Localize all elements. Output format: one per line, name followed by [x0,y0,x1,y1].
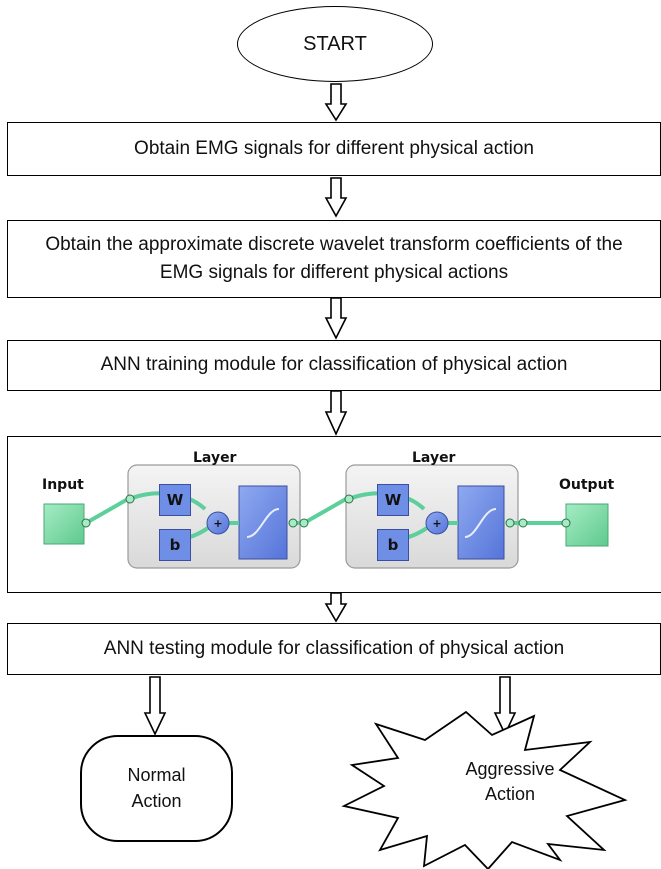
layer-2-title: Layer [412,450,456,466]
bias-label-2: b [387,536,399,554]
input-label: Input [42,477,84,493]
weight-block-1: W [159,484,191,516]
arrow-step3-to-network [324,390,348,436]
arrow-network-to-step4 [324,592,348,623]
network-diagram-frame: + + W b W b Input Output Layer Layer [7,436,661,593]
aggressive-action-label: Aggressive Action [465,759,555,805]
layer-1-title: Layer [193,450,237,466]
sum-node-2 [425,511,449,535]
start-terminal: START [237,6,433,82]
aggressive-action-text: Aggressive Action [410,757,610,807]
bias-block-1: b [159,529,191,561]
step-ann-training: ANN training module for classification o… [7,340,661,391]
arrow-step4-to-aggressive [493,676,517,736]
step-ann-training-text: ANN training module for classification o… [100,354,568,376]
sum-symbol-2: + [432,517,441,530]
output-label: Output [559,477,615,493]
bias-block-2: b [377,529,409,561]
normal-action-text: Normal Action [127,765,186,811]
step-obtain-emg-text: Obtain EMG signals for different physica… [134,137,534,159]
step-obtain-emg: Obtain EMG signals for different physica… [7,122,661,176]
input-node [43,503,85,545]
step-ann-testing-text: ANN testing module for classification of… [103,637,565,659]
arrow-step1-to-step2 [324,177,348,218]
aggressive-action-starburst [341,710,628,869]
step-wavelet-coefficients: Obtain the approximate discrete wavelet … [7,220,661,298]
arrow-step4-to-normal [143,676,167,736]
weight-label-2: W [384,491,402,509]
connector-nodes [81,494,571,528]
start-label: START [303,32,367,55]
normal-action-terminal: Normal Action [80,735,233,842]
weight-label-1: W [166,491,184,509]
sum-node-1 [206,511,230,535]
step-ann-testing: ANN testing module for classification of… [7,623,661,675]
arrow-step2-to-step3 [324,297,348,340]
step-wavelet-coefficients-text: Obtain the approximate discrete wavelet … [45,233,623,284]
arrow-start-to-step1 [324,83,348,122]
bias-label-1: b [169,536,181,554]
sum-symbol-1: + [213,517,222,530]
output-node [565,503,609,547]
weight-block-2: W [377,484,409,516]
